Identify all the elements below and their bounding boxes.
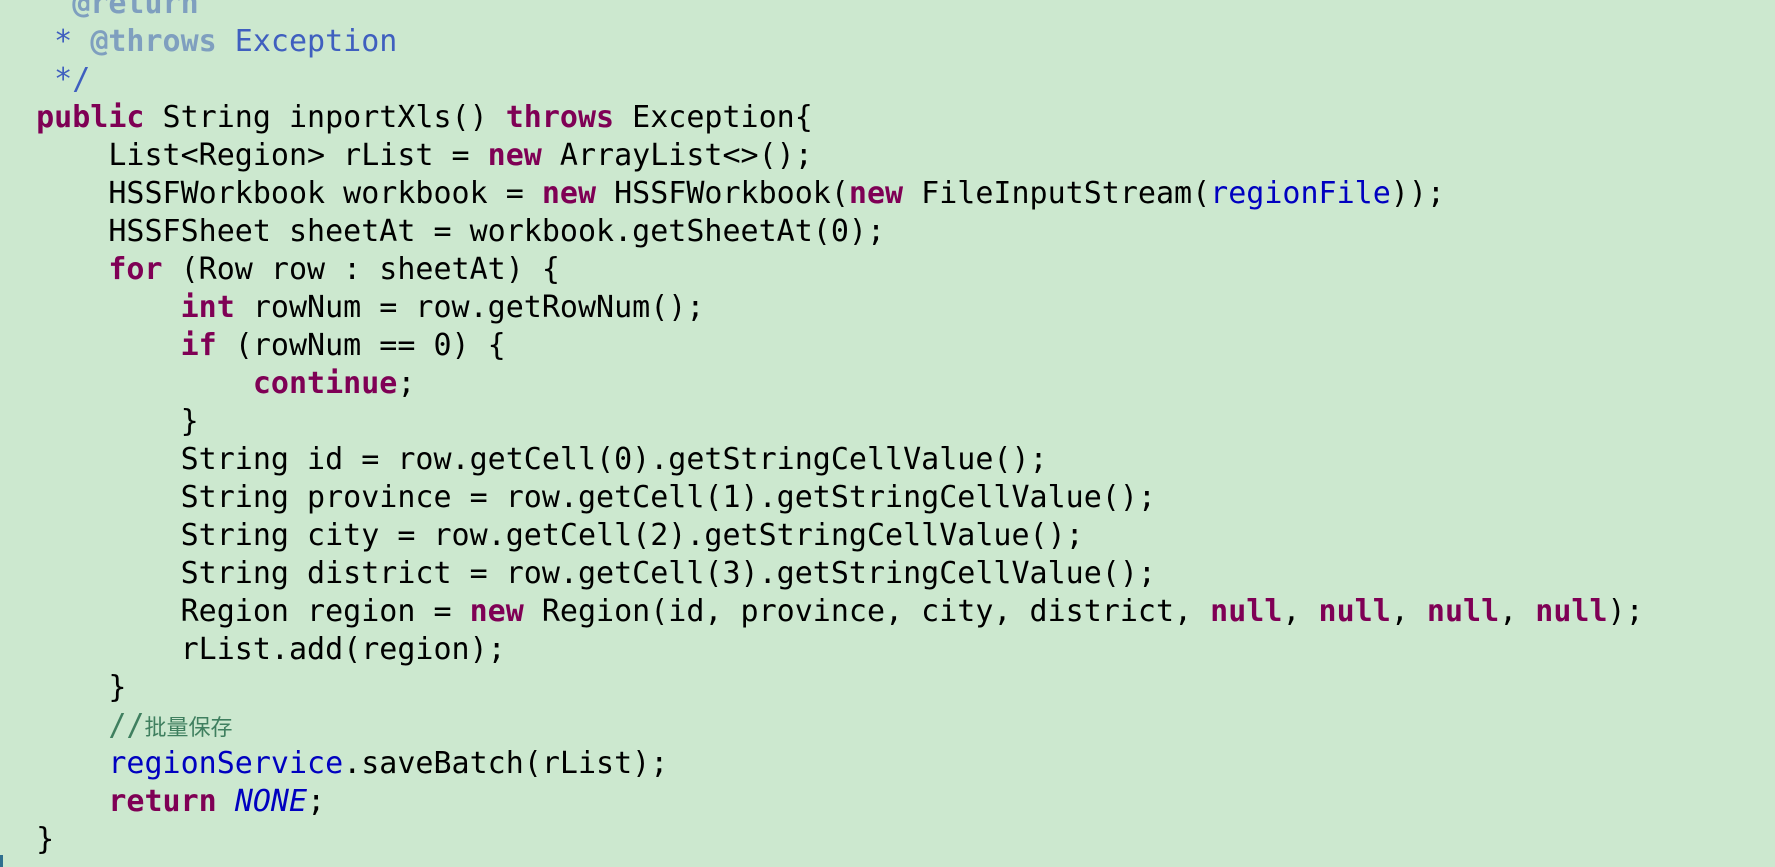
- code-line: String city = row.getCell(2).getStringCe…: [0, 517, 1644, 555]
- code-token: //: [108, 708, 145, 743]
- code-token: new: [487, 138, 542, 173]
- code-token: @return: [72, 0, 199, 21]
- code-token: [0, 708, 108, 743]
- code-token: null: [1426, 594, 1500, 629]
- code-token: (rowNum == 0) {: [216, 328, 506, 363]
- code-token: continue: [252, 366, 398, 401]
- code-line: String province = row.getCell(1).getStri…: [0, 479, 1644, 517]
- code-token: [0, 784, 108, 819]
- code-line: rList.add(region);: [0, 631, 1644, 669]
- code-token: List<Region> rList =: [0, 138, 488, 173]
- code-token: HSSFWorkbook(: [596, 176, 849, 211]
- code-token: String inportXls(): [144, 100, 506, 135]
- code-line: if (rowNum == 0) {: [0, 327, 1644, 365]
- code-line: String district = row.getCell(3).getStri…: [0, 555, 1644, 593]
- code-token: String province = row.getCell(1).getStri…: [0, 480, 1156, 515]
- code-token: null: [1318, 594, 1391, 629]
- code-token: .saveBatch(rList);: [343, 746, 669, 781]
- code-token: ;: [397, 366, 416, 401]
- code-token: return: [108, 784, 217, 819]
- code-line: List<Region> rList = new ArrayList<>();: [0, 137, 1644, 175]
- code-token: for: [108, 252, 163, 287]
- code-token: regionService: [108, 746, 344, 781]
- code-line: String id = row.getCell(0).getStringCell…: [0, 441, 1644, 479]
- code-token: Region region =: [0, 594, 470, 629]
- code-token: [0, 290, 181, 325]
- code-token: ,: [1282, 594, 1319, 629]
- code-token: ,: [1499, 594, 1536, 629]
- code-line: }: [0, 821, 1644, 859]
- code-token: new: [469, 594, 524, 629]
- code-line: public String inportXls() throws Excepti…: [0, 99, 1644, 137]
- code-token: if: [180, 328, 217, 363]
- code-token: ));: [1390, 176, 1445, 211]
- code-line: }: [0, 403, 1644, 441]
- code-line: }: [0, 669, 1644, 707]
- code-token: }: [0, 404, 199, 439]
- code-token: [0, 100, 36, 135]
- code-token: [0, 366, 253, 401]
- code-token: [0, 252, 108, 287]
- code-token: @throws: [90, 24, 217, 59]
- code-token: [0, 746, 108, 781]
- code-token: null: [1210, 594, 1283, 629]
- code-token: public: [36, 100, 145, 135]
- code-token: */: [0, 62, 91, 97]
- code-token: regionFile: [1210, 176, 1391, 211]
- code-text-area[interactable]: @return * @throws Exception */ public St…: [0, 0, 1644, 859]
- code-token: }: [0, 670, 127, 705]
- code-token: new: [848, 176, 904, 211]
- code-token: String id = row.getCell(0).getStringCell…: [0, 442, 1048, 477]
- code-token: rowNum = row.getRowNum();: [234, 290, 705, 325]
- code-line: @return: [0, 0, 1644, 23]
- code-token: Exception{: [614, 100, 813, 135]
- code-token: int: [180, 290, 235, 325]
- code-token: HSSFWorkbook workbook =: [0, 176, 542, 211]
- code-token: Region(id, province, city, district,: [523, 594, 1211, 629]
- code-token: String district = row.getCell(3).getStri…: [0, 556, 1156, 591]
- code-token: NONE: [234, 784, 308, 819]
- editor-corner-marker: [0, 855, 3, 867]
- code-token: );: [1607, 594, 1644, 629]
- code-token: null: [1535, 594, 1608, 629]
- code-line: for (Row row : sheetAt) {: [0, 251, 1644, 289]
- code-token: FileInputStream(: [903, 176, 1211, 211]
- code-token: Exception: [216, 24, 398, 59]
- code-token: ,: [1390, 594, 1427, 629]
- code-line: HSSFSheet sheetAt = workbook.getSheetAt(…: [0, 213, 1644, 251]
- code-token: [0, 328, 181, 363]
- code-line: */: [0, 61, 1644, 99]
- code-token: [0, 0, 72, 21]
- code-line: //批量保存: [0, 707, 1644, 745]
- code-token: HSSFSheet sheetAt = workbook.getSheetAt(…: [0, 214, 886, 249]
- code-token: String city = row.getCell(2).getStringCe…: [0, 518, 1084, 553]
- code-token: ;: [307, 784, 326, 819]
- code-line: * @throws Exception: [0, 23, 1644, 61]
- code-token: }: [0, 822, 55, 857]
- code-token: new: [541, 176, 597, 211]
- code-line: return NONE;: [0, 783, 1644, 821]
- code-token: rList.add(region);: [0, 632, 506, 667]
- code-token: throws: [505, 100, 615, 135]
- code-token: 批量保存: [144, 716, 233, 741]
- code-token: (Row row : sheetAt) {: [162, 252, 560, 287]
- code-line: Region region = new Region(id, province,…: [0, 593, 1644, 631]
- code-token: [217, 784, 235, 819]
- code-line: HSSFWorkbook workbook = new HSSFWorkbook…: [0, 175, 1644, 213]
- code-token: ArrayList<>();: [541, 138, 813, 173]
- code-line: regionService.saveBatch(rList);: [0, 745, 1644, 783]
- code-line: int rowNum = row.getRowNum();: [0, 289, 1644, 327]
- code-line: continue;: [0, 365, 1644, 403]
- code-token: *: [0, 24, 91, 59]
